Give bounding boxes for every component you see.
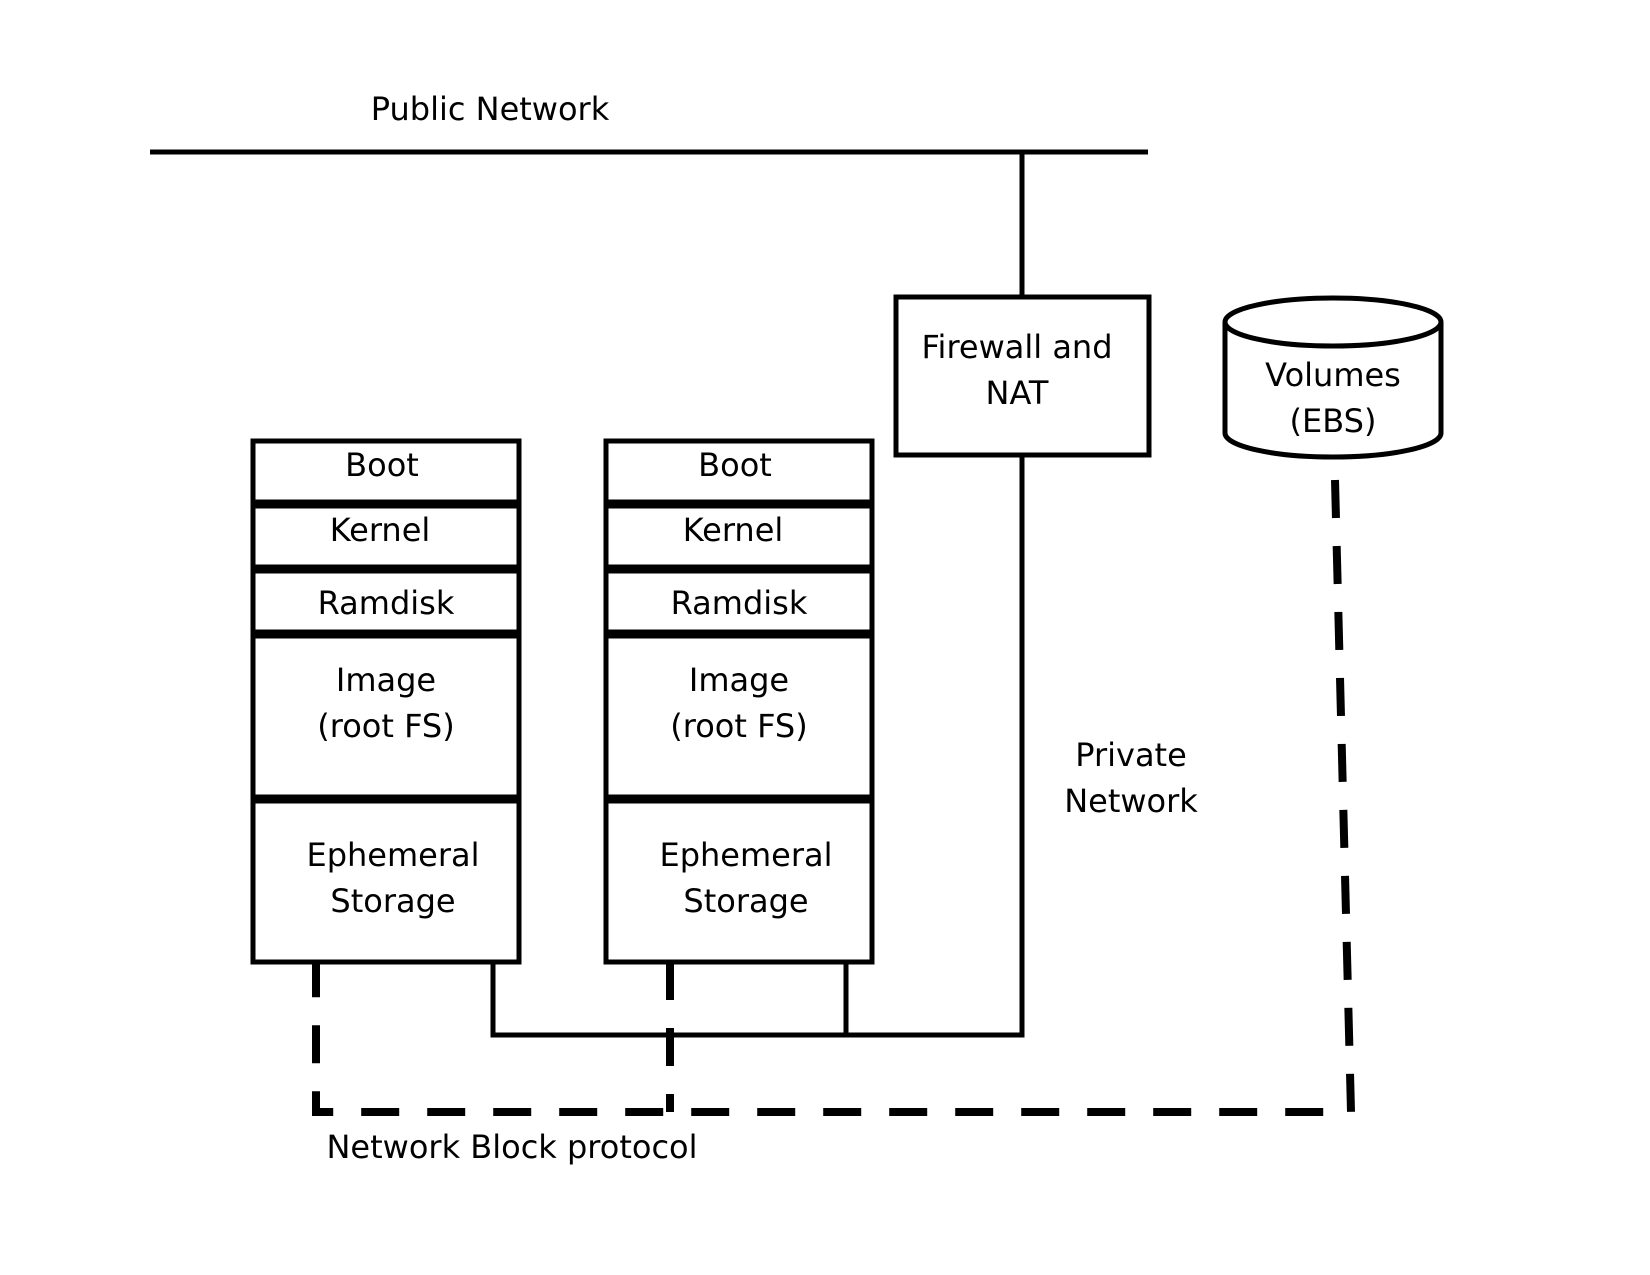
kernel-label: Kernel xyxy=(683,511,784,549)
boot-block xyxy=(250,438,522,505)
boot-label: Boot xyxy=(345,446,419,484)
firewall-label-line1: Firewall and xyxy=(921,328,1112,366)
ramdisk-block xyxy=(603,568,875,635)
kernel-block xyxy=(250,503,522,570)
network-block-label: Network Block protocol xyxy=(326,1128,697,1166)
public-network-label: Public Network xyxy=(371,90,610,128)
private-network-line xyxy=(490,455,1025,1038)
private-network-label-line2: Network xyxy=(1064,782,1198,820)
instance-stack-2: Boot Kernel Ramdisk Image (root FS) Ephe… xyxy=(603,438,875,965)
private-network-label-line1: Private xyxy=(1075,736,1187,774)
image-label-line1: Image xyxy=(689,661,789,699)
ramdisk-label: Ramdisk xyxy=(671,584,808,622)
volumes-label-line2: (EBS) xyxy=(1290,402,1377,440)
ephemeral-label-line2: Storage xyxy=(683,882,808,920)
ephemeral-label-line1: Ephemeral xyxy=(659,836,832,874)
volumes-label-line1: Volumes xyxy=(1265,356,1401,394)
boot-label: Boot xyxy=(698,446,772,484)
ramdisk-block xyxy=(250,568,522,635)
ephemeral-storage-block xyxy=(603,798,875,965)
ephemeral-storage-block xyxy=(250,798,522,965)
kernel-block xyxy=(603,503,875,570)
image-block xyxy=(250,633,522,800)
ephemeral-label-line2: Storage xyxy=(330,882,455,920)
instance-stack-1: Boot Kernel Ramdisk Image (root FS) Ephe… xyxy=(250,438,522,965)
boot-block xyxy=(603,438,875,505)
image-label-line2: (root FS) xyxy=(670,707,807,745)
volumes-ebs-cylinder: Volumes (EBS) xyxy=(1222,295,1444,460)
image-label-line2: (root FS) xyxy=(317,707,454,745)
image-label-line1: Image xyxy=(336,661,436,699)
ephemeral-label-line1: Ephemeral xyxy=(306,836,479,874)
ramdisk-label: Ramdisk xyxy=(318,584,455,622)
firewall-label-line2: NAT xyxy=(986,374,1049,412)
network-block-dashed-line xyxy=(312,479,1356,1116)
firewall-nat-box: Firewall and NAT xyxy=(893,294,1152,458)
kernel-label: Kernel xyxy=(330,511,431,549)
image-block xyxy=(603,633,875,800)
